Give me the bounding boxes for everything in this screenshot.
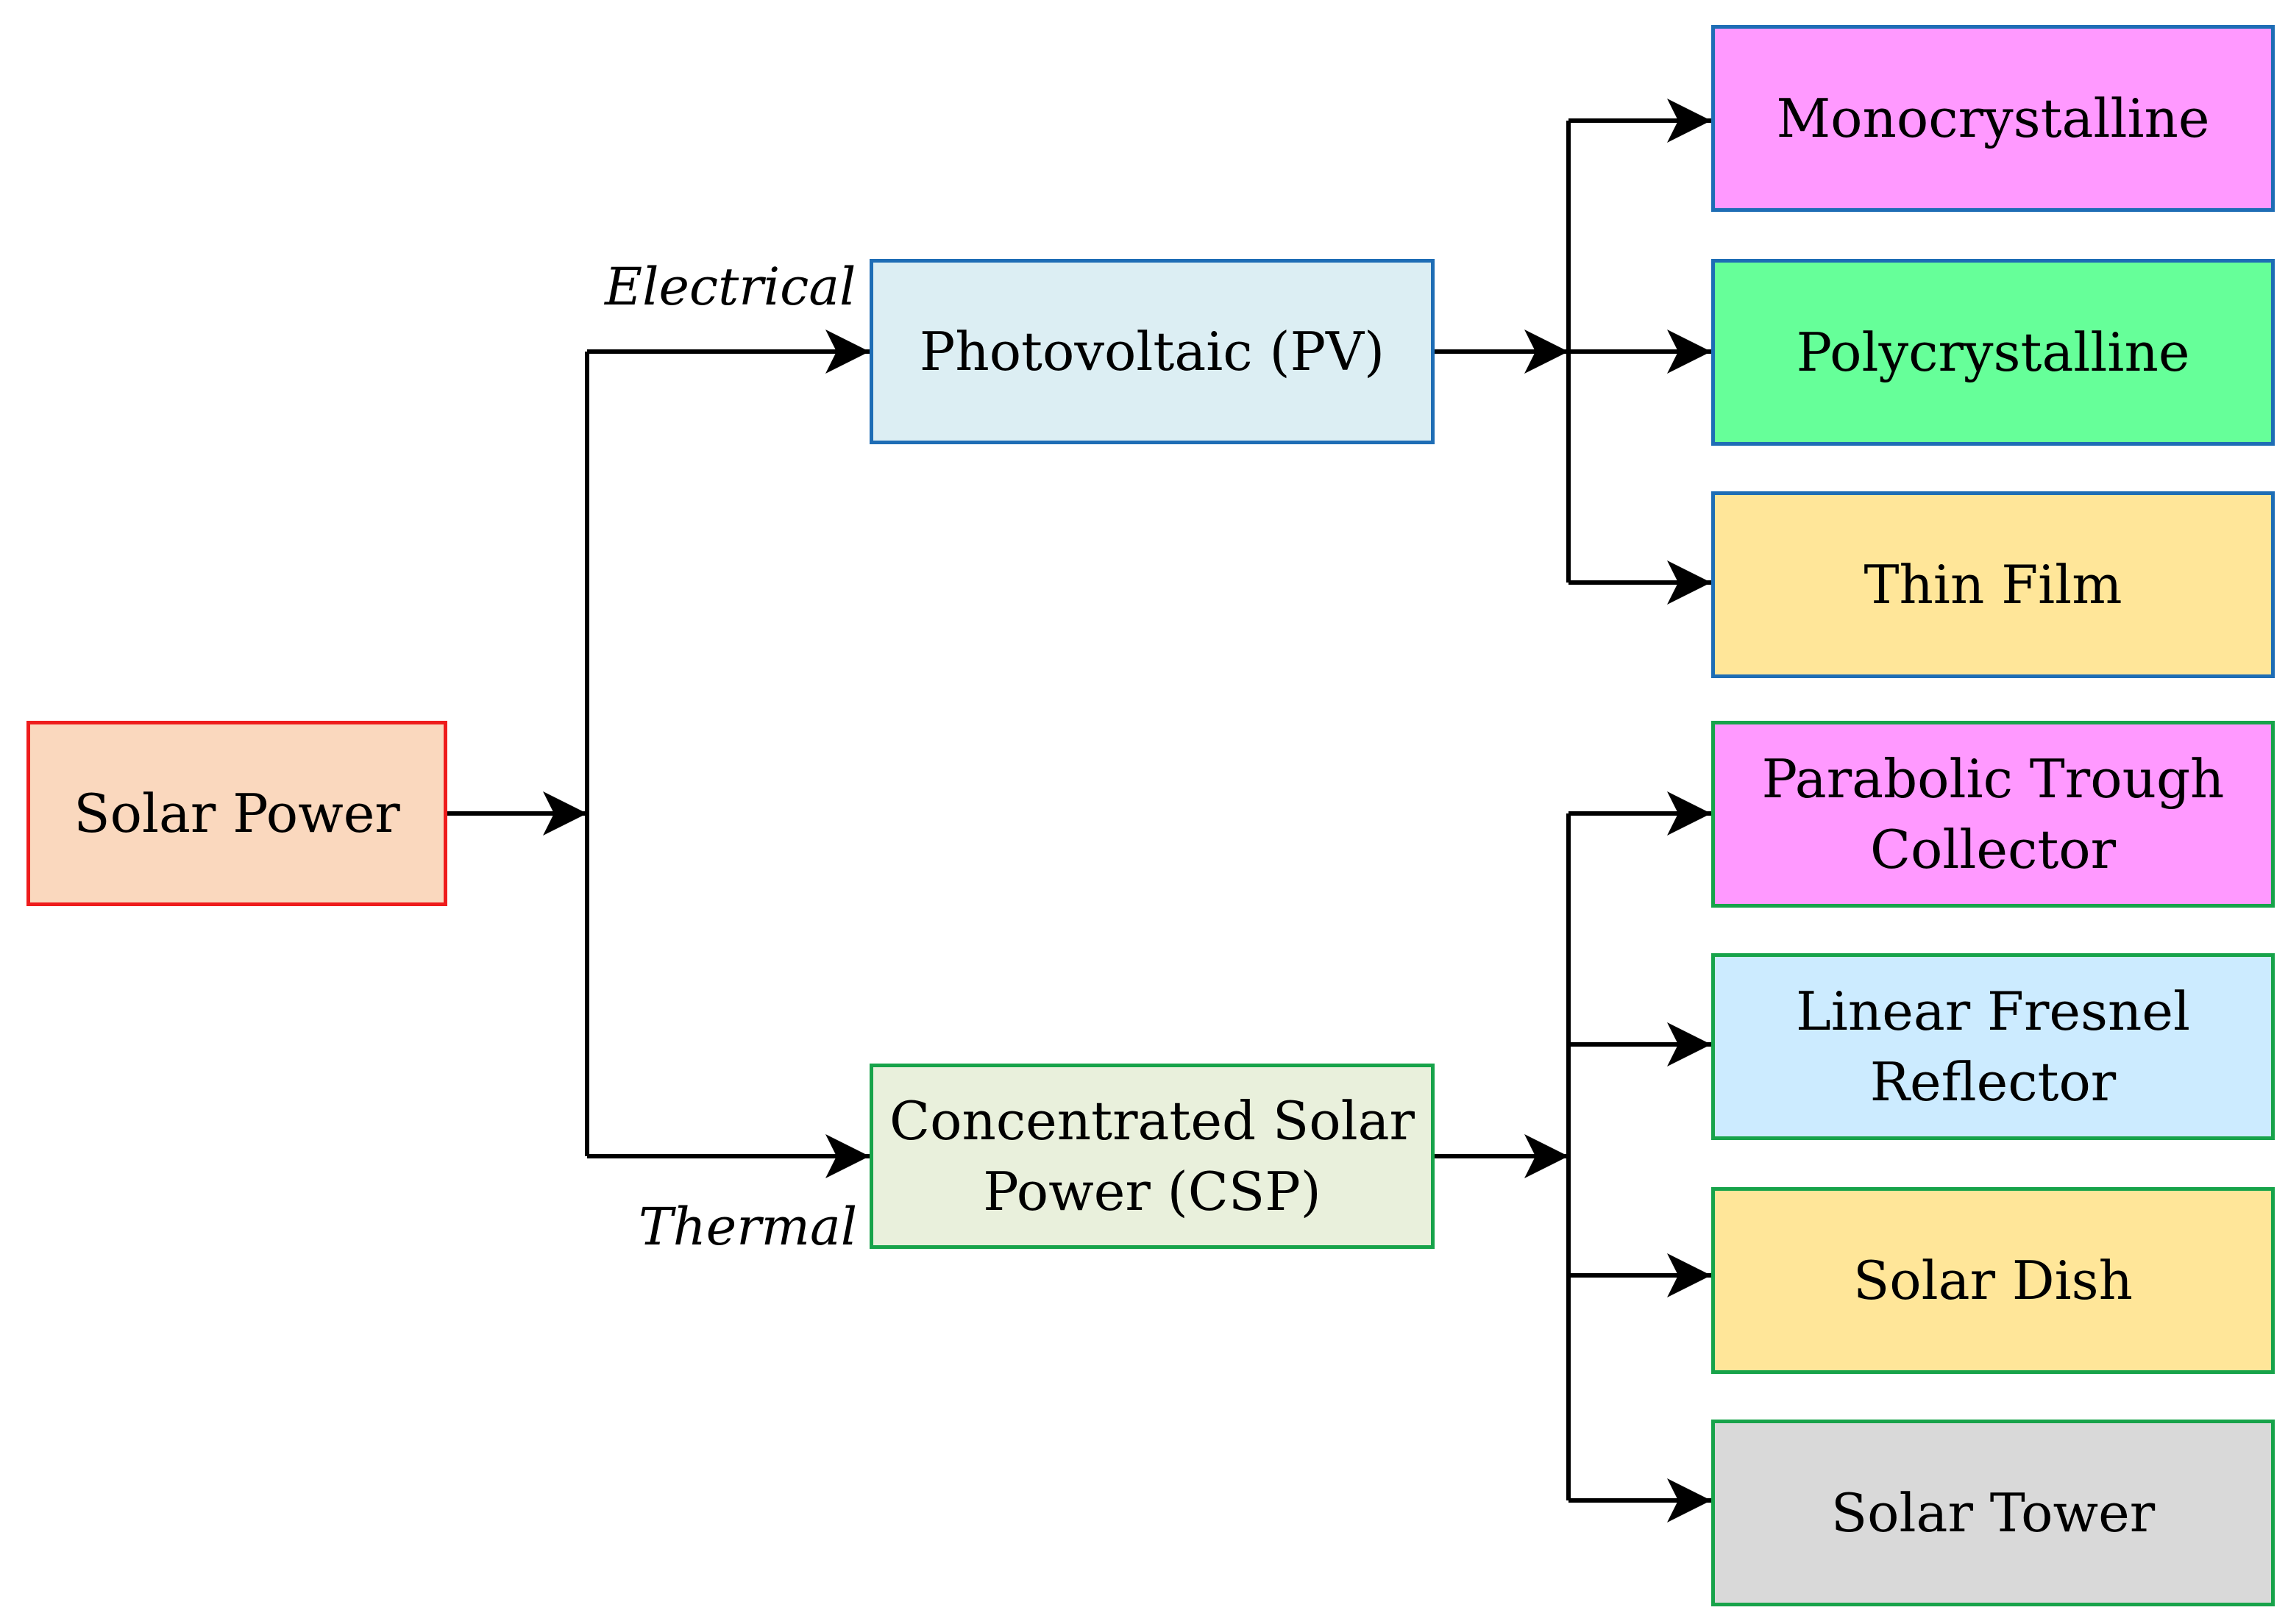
node-monocrystalline-line-1: Monocrystalline (1776, 88, 2210, 149)
node-csp-line-2: Power (CSP) (983, 1161, 1321, 1222)
node-fresnel-line-2: Reflector (1869, 1051, 2117, 1113)
node-concentrated-solar-power: Concentrated Solar Power (CSP) (870, 1064, 1435, 1249)
node-solar-dish-line-1: Solar Dish (1852, 1250, 2133, 1311)
node-monocrystalline: Monocrystalline (1711, 25, 2275, 212)
node-trough-line-1: Parabolic Trough (1761, 748, 2225, 810)
node-solar-power-line-1: Solar Power (74, 783, 400, 844)
node-polycrystalline: Polycrystalline (1711, 259, 2275, 446)
node-fresnel-line-1: Linear Fresnel (1796, 980, 2190, 1042)
node-photovoltaic-line-1: Photovoltaic (PV) (919, 321, 1385, 382)
node-solar-tower-line-1: Solar Tower (1830, 1482, 2156, 1544)
node-thin-film: Thin Film (1711, 491, 2275, 678)
connector-group (447, 99, 1711, 1522)
node-trough-line-2: Collector (1869, 819, 2117, 880)
node-csp-line-1: Concentrated Solar (889, 1090, 1415, 1152)
node-solar-tower: Solar Tower (1711, 1420, 2275, 1606)
node-photovoltaic: Photovoltaic (PV) (870, 259, 1435, 444)
node-thin-film-line-1: Thin Film (1864, 554, 2122, 616)
branch-label-electrical: Electrical (605, 257, 856, 317)
node-parabolic-trough-collector: Parabolic Trough Collector (1711, 721, 2275, 908)
node-linear-fresnel-reflector: Linear Fresnel Reflector (1711, 953, 2275, 1140)
branch-label-thermal: Thermal (639, 1197, 858, 1257)
node-solar-dish: Solar Dish (1711, 1187, 2275, 1374)
node-solar-power: Solar Power (26, 721, 447, 906)
node-polycrystalline-line-1: Polycrystalline (1796, 321, 2190, 383)
